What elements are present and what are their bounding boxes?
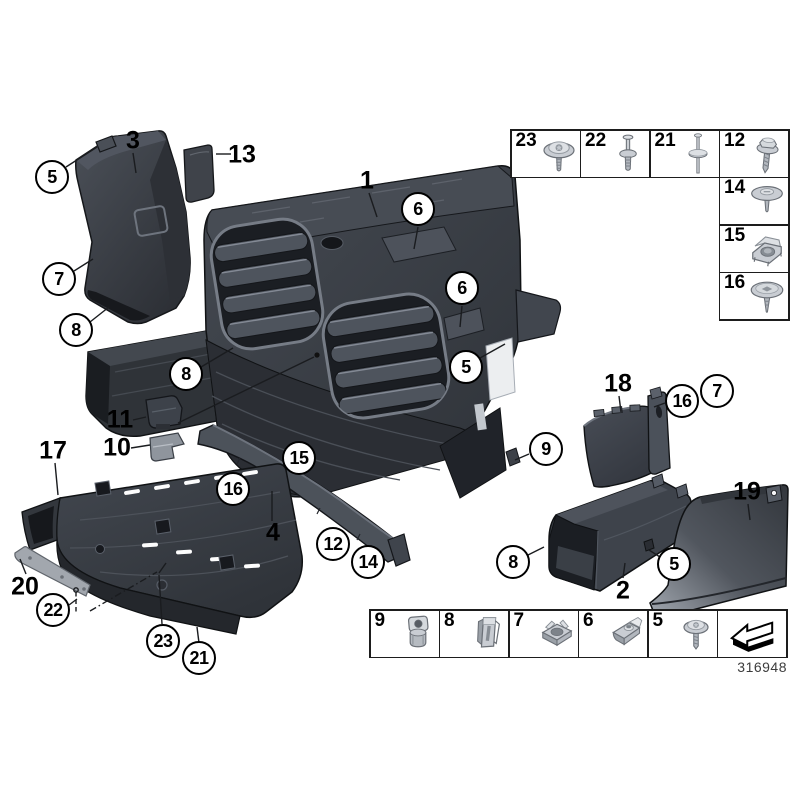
callout-circle-6[interactable]: 6 <box>445 271 479 305</box>
fastener-number: 14 <box>724 177 746 198</box>
callout-label-19[interactable]: 19 <box>733 477 761 506</box>
plastic-rivet-nut-icon <box>747 275 787 317</box>
callout-circle-21[interactable]: 21 <box>182 641 216 675</box>
fastener-number: 5 <box>652 609 664 631</box>
callout-circle-5[interactable]: 5 <box>657 547 691 581</box>
fastener-cell-arrow[interactable] <box>718 610 786 657</box>
torx-screw-with-washer-icon <box>539 133 579 175</box>
callout-label-10[interactable]: 10 <box>103 433 131 462</box>
fastener-cell-14[interactable]: 14 <box>720 177 788 224</box>
part-13-flap <box>183 144 215 203</box>
washer-screw-icon <box>747 180 787 222</box>
callout-circle-7[interactable]: 7 <box>42 262 76 296</box>
fastener-number: 15 <box>724 224 746 246</box>
callout-label-2[interactable]: 2 <box>616 576 630 605</box>
callout-circle-12[interactable]: 12 <box>316 527 350 561</box>
part-20-strip <box>14 546 91 597</box>
fastener-cell-16[interactable]: 16 <box>720 272 788 319</box>
fastener-cell-6[interactable]: 6 <box>579 609 647 657</box>
part-4-trim-strip <box>197 424 411 567</box>
drawing-number: 316948 <box>737 659 787 675</box>
cage-nut-icon <box>537 613 577 655</box>
callout-circle-7[interactable]: 7 <box>700 374 734 408</box>
fastener-number: 7 <box>513 609 525 631</box>
clamp-speed-nut-icon <box>606 613 646 655</box>
callout-circle-8[interactable]: 8 <box>496 545 530 579</box>
callout-circle-16[interactable]: 16 <box>216 472 250 506</box>
part-11-bracket <box>145 395 183 429</box>
hex-head-screw-icon <box>747 133 787 175</box>
part-3-left-air-duct <box>75 130 191 325</box>
callout-circle-23[interactable]: 23 <box>146 624 180 658</box>
fastener-number: 21 <box>654 129 676 151</box>
callout-circle-9[interactable]: 9 <box>529 432 563 466</box>
fastener-number: 9 <box>374 609 386 631</box>
part-18-air-duct <box>583 386 671 488</box>
fastener-cell-9[interactable]: 9 <box>370 609 439 657</box>
callout-label-11[interactable]: 11 <box>106 405 134 434</box>
callout-label-4[interactable]: 4 <box>266 518 280 547</box>
part-lower-left-duct <box>85 329 237 438</box>
part-2-air-duct <box>548 473 695 592</box>
callout-label-20[interactable]: 20 <box>11 572 39 601</box>
callout-label-17[interactable]: 17 <box>39 436 67 465</box>
callout-circle-15[interactable]: 15 <box>282 441 316 475</box>
callout-label-13[interactable]: 13 <box>228 140 256 169</box>
fastener-cell-7[interactable]: 7 <box>509 609 578 657</box>
fastener-number: 16 <box>724 272 746 293</box>
fastener-cell-8[interactable]: 8 <box>440 609 508 657</box>
fastener-number: 6 <box>583 609 594 631</box>
fastener-table-right-column: 14 15 16 <box>718 176 790 321</box>
callout-label-3[interactable]: 3 <box>126 126 140 155</box>
rivet-pin-icon <box>678 133 718 175</box>
fastener-cell-22[interactable]: 22 <box>581 129 649 177</box>
fastener-number: 12 <box>724 129 746 151</box>
part-10-bracket <box>149 432 185 462</box>
part-19-side-panel <box>649 484 789 619</box>
spring-cage-clip-icon <box>747 228 787 270</box>
callout-circle-14[interactable]: 14 <box>351 545 385 579</box>
fastener-number: 23 <box>515 129 537 151</box>
callout-circle-8[interactable]: 8 <box>59 313 93 347</box>
fastener-cell-12[interactable]: 12 <box>720 129 788 177</box>
callout-circle-8[interactable]: 8 <box>169 357 203 391</box>
callout-label-1[interactable]: 1 <box>360 166 374 195</box>
fastener-table-bottom-row: 9 8 7 6 5 <box>369 609 788 658</box>
fastener-number: 22 <box>585 129 607 151</box>
callout-circle-5[interactable]: 5 <box>35 160 69 194</box>
callout-circle-5[interactable]: 5 <box>449 350 483 384</box>
fastener-cell-5[interactable]: 5 <box>648 609 717 657</box>
front-direction-arrow-icon <box>724 615 780 653</box>
callout-circle-6[interactable]: 6 <box>401 192 435 226</box>
fastener-cell-23[interactable]: 23 <box>511 129 580 177</box>
callout-circle-22[interactable]: 22 <box>36 593 70 627</box>
torx-screw-icon <box>676 613 716 655</box>
fastener-number: 8 <box>444 609 455 631</box>
callout-circle-16[interactable]: 16 <box>665 384 699 418</box>
fastener-cell-21[interactable]: 21 <box>650 129 719 177</box>
fastener-cell-15[interactable]: 15 <box>720 224 788 272</box>
fastener-table-top-row: 23 22 21 12 <box>510 129 790 178</box>
expansion-rivet-icon <box>608 133 648 175</box>
grommet-icon <box>398 613 438 655</box>
sheet-metal-clip-icon <box>467 613 507 655</box>
callout-label-18[interactable]: 18 <box>604 369 632 398</box>
